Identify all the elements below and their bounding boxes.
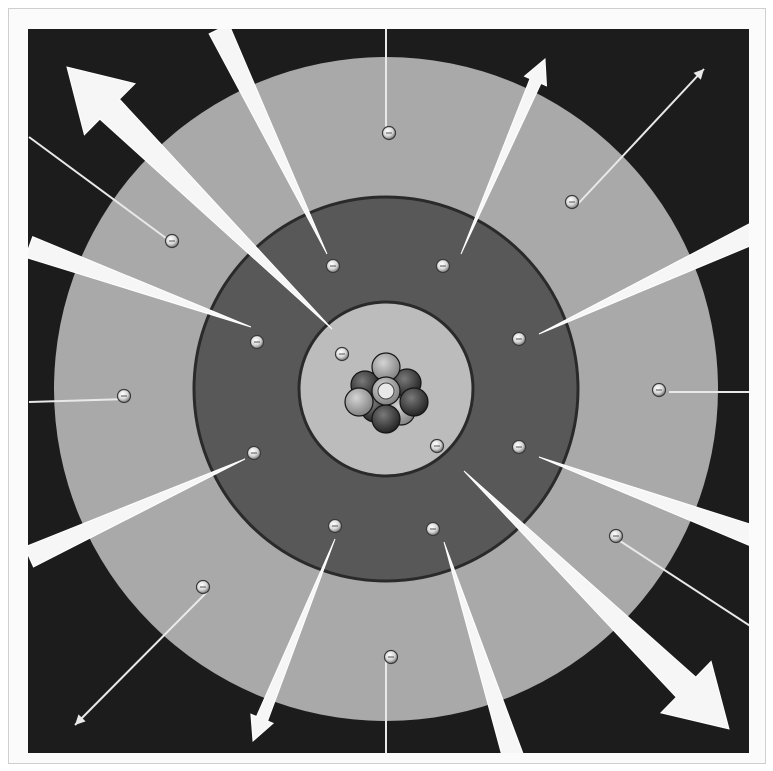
proton-7 [400,388,428,416]
atom-diagram [9,9,767,765]
neutron-6 [345,388,373,416]
proton-8 [372,405,400,433]
figure-frame [8,8,766,764]
nucleus-core-highlight [378,383,394,399]
